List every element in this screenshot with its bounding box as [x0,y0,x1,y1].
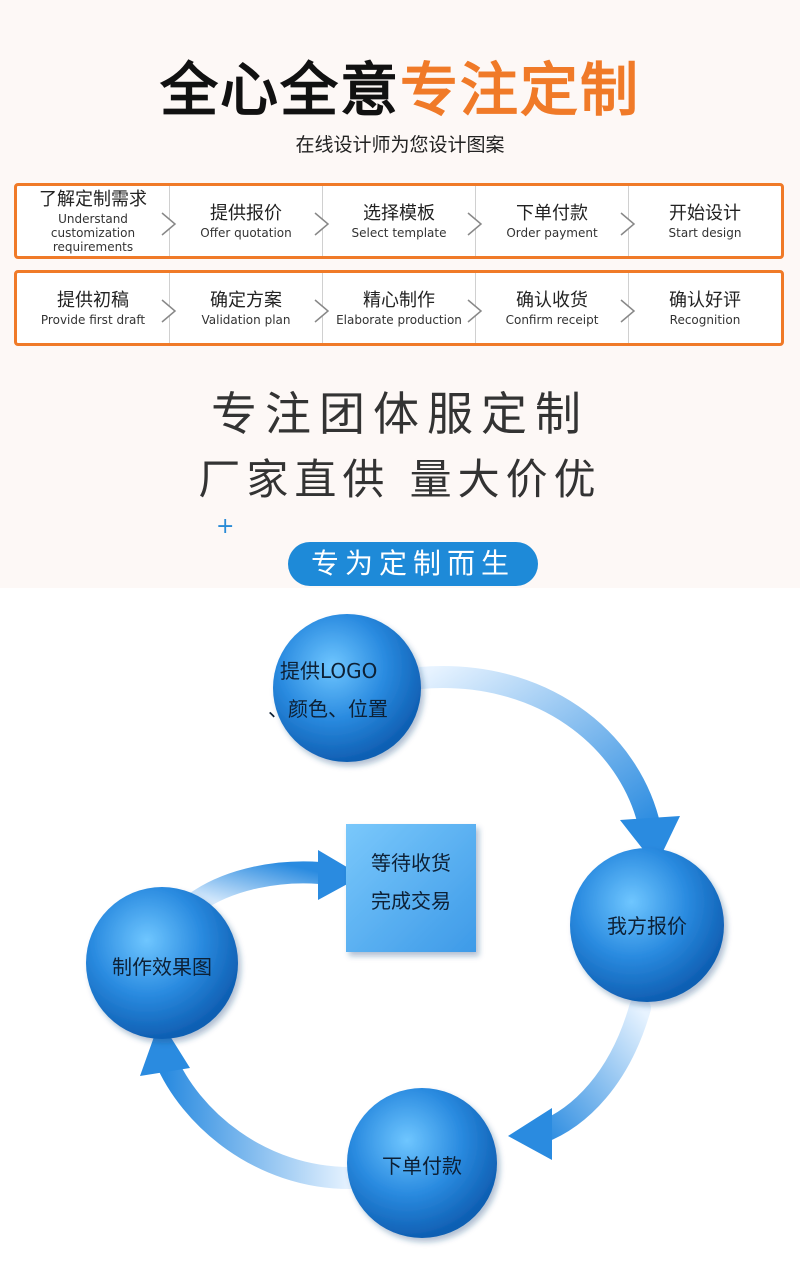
chevron-right-icon [314,299,330,323]
title-orange: 专注定制 [400,56,641,124]
node-pay-label: 下单付款 [382,1154,462,1178]
step-label-en: Order payment [506,226,598,240]
step-label-en: Recognition [669,313,741,327]
slogan-line-1: 专注团体服定制 [211,387,589,441]
chevron-right-icon [314,212,330,236]
step-understand: 了解定制需求 Understand customization requirem… [17,186,177,256]
plus-icon: + [216,514,235,539]
step-first-draft: 提供初稿 Provide first draft [17,273,177,343]
arrowhead-icon [508,1108,552,1160]
step-label-zh: 提供报价 [210,203,282,224]
custom-badge: 专为定制而生 [288,542,538,586]
arrow-logo-to-quote [409,666,661,839]
step-template: 选择模板 Select template [323,186,483,256]
step-label-zh: 精心制作 [363,290,435,311]
step-label-zh: 了解定制需求 [39,189,147,210]
process-steps-row-1: 了解定制需求 Understand customization requirem… [14,183,784,259]
step-label-zh: 开始设计 [669,203,741,224]
step-label-en: Offer quotation [200,226,292,240]
step-label-en: Confirm receipt [505,313,599,327]
arrowhead-icon [620,816,680,866]
cycle-diagram: 提供LOGO 、颜色、位置 我方报价 下单付款 制作效果图 等待收货 完成交易 [0,588,800,1285]
step-label-zh: 确定方案 [210,290,282,311]
step-label-en: Validation plan [201,313,291,327]
ball-logo [273,614,421,762]
node-quote-label: 我方报价 [607,914,687,938]
step-label-en: Understand customization requirements [50,212,136,254]
node-logo-label: 提供LOGO 、颜色、位置 [268,652,418,728]
arrow-render-to-center [184,861,331,914]
arrowhead-icon [318,850,362,900]
ball-render [86,887,238,1039]
arrow-pay-to-render [154,1047,361,1189]
chevron-right-icon [161,212,177,236]
step-label-zh: 下单付款 [516,203,588,224]
cycle-graphic [86,614,724,1238]
center-line-1: 等待收货 [371,851,451,875]
ball-quote [570,848,724,1002]
center-line-2: 完成交易 [371,889,451,913]
chevron-right-icon [161,299,177,323]
step-label-zh: 提供初稿 [57,290,129,311]
step-label-zh: 确认收货 [516,290,588,311]
step-label-zh: 确认好评 [669,290,741,311]
process-steps-row-2: 提供初稿 Provide first draft 确定方案 Validation… [14,270,784,346]
process-section: 全心全意专注定制 在线设计师为您设计图案 了解定制需求 Understand c… [0,0,800,588]
chevron-right-icon [467,299,483,323]
node-logo-line-1: 提供LOGO [280,659,378,683]
node-logo-line-2: 、颜色、位置 [268,697,388,721]
title-black: 全心全意 [159,56,400,124]
step-label-en: Start design [668,226,742,240]
step-confirm-receipt: 确认收货 Confirm receipt [476,273,636,343]
arrow-quote-to-pay [529,997,651,1144]
page-subtitle: 在线设计师为您设计图案 [295,134,505,156]
step-start-design: 开始设计 Start design [629,186,781,256]
slogan-line-2: 厂家直供 量大价优 [198,455,602,504]
center-box [346,824,476,952]
step-payment: 下单付款 Order payment [476,186,636,256]
arrowhead-icon [140,1020,190,1076]
center-box-label: 等待收货 完成交易 [346,844,476,920]
page-title: 全心全意专注定制 [0,50,800,130]
chevron-right-icon [620,212,636,236]
step-validation: 确定方案 Validation plan [170,273,330,343]
step-quotation: 提供报价 Offer quotation [170,186,330,256]
node-render-label: 制作效果图 [112,955,212,979]
chevron-right-icon [467,212,483,236]
step-production: 精心制作 Elaborate production [323,273,483,343]
step-label-en: Provide first draft [40,313,146,327]
step-label-en: Select template [351,226,447,240]
step-label-en: Elaborate production [336,313,462,327]
step-recognition: 确认好评 Recognition [629,273,781,343]
step-label-zh: 选择模板 [363,203,435,224]
chevron-right-icon [620,299,636,323]
ball-pay [347,1088,497,1238]
